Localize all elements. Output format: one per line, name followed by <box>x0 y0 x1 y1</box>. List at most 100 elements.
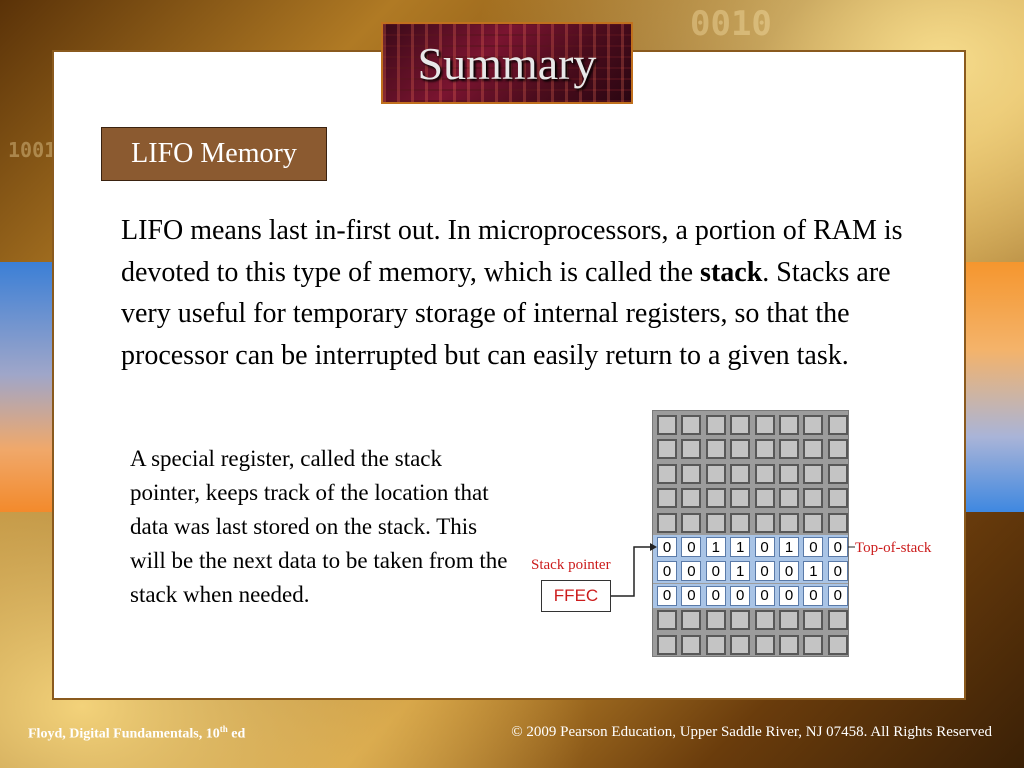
footer-copyright: © 2009 Pearson Education, Upper Saddle R… <box>511 724 992 740</box>
stack-cell-empty <box>681 439 702 460</box>
stack-cell-empty <box>657 634 677 655</box>
stack-cell-empty <box>779 512 799 533</box>
footer-book-credit: Floyd, Digital Fundamentals, 10th ed <box>28 724 245 743</box>
stack-cell-empty <box>827 610 848 631</box>
stack-cell-empty <box>754 512 775 533</box>
stack-bit: 0 <box>705 585 726 606</box>
stack-cell-empty <box>657 512 677 533</box>
main-paragraph: LIFO means last in-first out. In micropr… <box>121 210 936 376</box>
stack-pointer-description: A special register, called the stack poi… <box>130 446 508 607</box>
stack-cell-empty <box>681 488 702 509</box>
stack-bit: 1 <box>803 561 824 582</box>
background-binary-decor: 1001 <box>8 138 57 162</box>
stack-cell-empty <box>730 512 751 533</box>
stack-cell-empty <box>657 610 677 631</box>
stack-bit: 1 <box>730 537 751 557</box>
stack-cell-empty <box>705 610 726 631</box>
stack-cell-empty <box>779 439 799 460</box>
footer-edition-tail: ed <box>227 726 246 742</box>
stack-cell-empty <box>803 512 824 533</box>
stack-cell-empty <box>754 439 775 460</box>
stack-bit: 0 <box>827 537 848 557</box>
stack-cell-empty <box>803 415 824 435</box>
main-para-text-end: . Stacks are very useful for temporary s… <box>121 256 891 371</box>
stack-cell-empty <box>681 463 702 484</box>
stack-cell-empty <box>779 488 799 509</box>
stack-cell-empty <box>827 512 848 533</box>
stack-bit: 0 <box>705 561 726 582</box>
stack-bit: 0 <box>803 537 824 557</box>
background-binary-decor: 0010 <box>690 4 772 44</box>
stack-cell-empty <box>827 634 848 655</box>
stack-cell-empty <box>657 463 677 484</box>
stack-pointer-arrow <box>611 546 650 597</box>
stack-cell-empty <box>779 610 799 631</box>
stack-cell-empty <box>779 463 799 484</box>
stack-cell-empty <box>730 463 751 484</box>
stack-cell-empty <box>657 415 677 435</box>
stack-cell-empty <box>681 512 702 533</box>
stack-cell-empty <box>827 415 848 435</box>
stack-cell-empty <box>754 610 775 631</box>
stack-bit: 0 <box>681 561 702 582</box>
stack-bit: 0 <box>657 585 677 606</box>
stack-bit: 0 <box>779 561 799 582</box>
stack-cell-empty <box>705 634 726 655</box>
stack-cell-empty <box>754 463 775 484</box>
stack-bit: 0 <box>827 585 848 606</box>
section-label: LIFO Memory <box>101 127 327 181</box>
slide-title-box: Summary <box>381 22 633 104</box>
stack-cell-empty <box>803 439 824 460</box>
stack-pointer-arrowhead <box>650 543 657 551</box>
stack-bit: 0 <box>681 537 702 557</box>
stack-cell-empty <box>730 488 751 509</box>
stack-cell-empty <box>681 415 702 435</box>
stack-cell-empty <box>754 415 775 435</box>
stack-cell-empty <box>657 488 677 509</box>
footer-book-title: Floyd, Digital Fundamentals, 10 <box>28 726 220 742</box>
stack-cell-empty <box>705 439 726 460</box>
slide-title: Summary <box>417 37 597 89</box>
stack-bit: 0 <box>657 537 677 557</box>
stack-cell-empty <box>754 634 775 655</box>
footer-edition-suffix: th <box>219 724 228 734</box>
stack-pointer-register: FFEC <box>541 580 611 612</box>
stack-cell-empty <box>657 439 677 460</box>
decor-stripe-right <box>964 262 1024 512</box>
stack-cell-empty <box>705 512 726 533</box>
stack-term: stack <box>700 256 763 288</box>
stack-bit: 0 <box>754 537 775 557</box>
top-of-stack-label: Top-of-stack <box>855 540 932 556</box>
stack-bit: 0 <box>681 585 702 606</box>
stack-cell-empty <box>803 634 824 655</box>
stack-cell-empty <box>705 463 726 484</box>
stack-bit: 1 <box>730 561 751 582</box>
stack-bit: 0 <box>730 585 751 606</box>
stack-cell-empty <box>730 439 751 460</box>
stack-pointer-label: Stack pointer <box>531 557 611 573</box>
stack-cell-empty <box>754 488 775 509</box>
stack-bit: 0 <box>754 561 775 582</box>
stack-cell-empty <box>681 634 702 655</box>
stack-cell-empty <box>779 415 799 435</box>
stack-cell-empty <box>827 439 848 460</box>
stack-cell-empty <box>730 415 751 435</box>
stack-cell-empty <box>803 488 824 509</box>
stack-cell-empty <box>803 463 824 484</box>
stack-bit: 0 <box>827 561 848 582</box>
stack-cell-empty <box>827 488 848 509</box>
decor-stripe-left <box>0 262 52 512</box>
stack-cell-empty <box>705 415 726 435</box>
stack-bit: 0 <box>754 585 775 606</box>
stack-bit: 0 <box>657 561 677 582</box>
stack-cell-empty <box>730 610 751 631</box>
stack-cell-empty <box>681 610 702 631</box>
stack-bit: 0 <box>803 585 824 606</box>
stack-cell-empty <box>827 463 848 484</box>
stack-bit: 0 <box>779 585 799 606</box>
stack-bit: 1 <box>779 537 799 557</box>
stack-cell-empty <box>730 634 751 655</box>
stack-bit: 1 <box>705 537 726 557</box>
